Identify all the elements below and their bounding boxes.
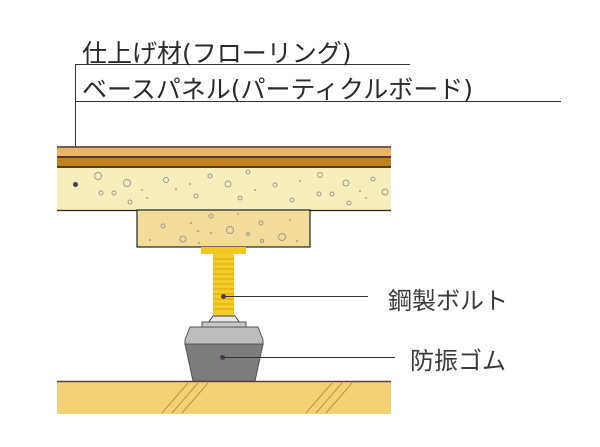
support-block xyxy=(136,209,311,248)
base-panel-leader-dot xyxy=(73,182,78,187)
anti-vibration-rubber-leader-dot xyxy=(220,355,225,360)
flooring-layer xyxy=(57,146,391,168)
finish-material-underline xyxy=(76,64,410,65)
anti-vibration-rubber-leader-line xyxy=(224,357,395,358)
base-panel-leader-vertical xyxy=(75,64,76,183)
steel-bolt-leader-line xyxy=(225,296,368,297)
particle-board-layer xyxy=(57,168,391,212)
anti-vibration-rubber xyxy=(184,315,264,382)
base-panel-label: ベースパネル(パーティクルボード) xyxy=(82,75,474,104)
steel-bolt xyxy=(201,247,246,316)
finish-material-label: 仕上げ材(フローリング) xyxy=(82,39,352,68)
base-slab xyxy=(57,380,391,414)
anti-vibration-rubber-label: 防振ゴム xyxy=(410,347,506,375)
steel-bolt-label: 鋼製ボルト xyxy=(388,287,508,315)
steel-bolt-leader-dot xyxy=(221,294,226,299)
base-panel-underline xyxy=(76,101,561,102)
